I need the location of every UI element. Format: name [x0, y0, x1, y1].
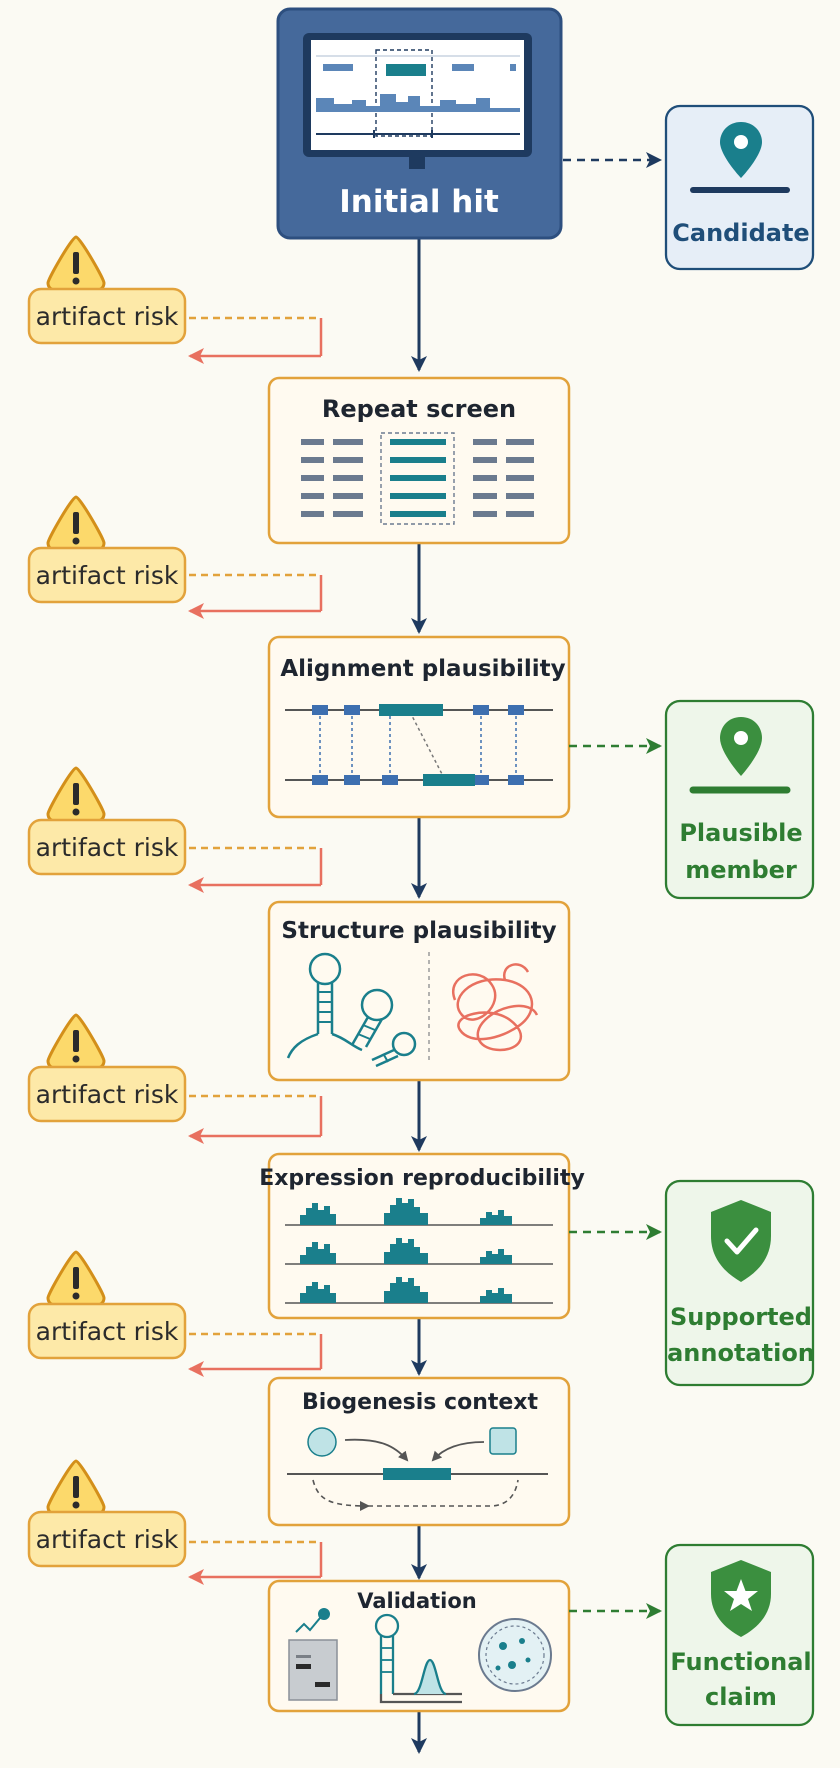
warning-icon [46, 1250, 106, 1307]
step-repeat-screen: Repeat screen [267, 376, 571, 545]
warning-icon [46, 1013, 106, 1070]
step-title-repeat-screen: Repeat screen [322, 395, 516, 423]
outcome-label-plausible-1: Plausible [679, 819, 802, 847]
outcome-plausible-member: Plausible member [664, 699, 815, 900]
step-title-validation: Validation [357, 1589, 477, 1613]
tangled-rna-icon [452, 963, 539, 1052]
biogenesis-icon [287, 1427, 548, 1511]
monitor-icon [303, 33, 532, 169]
outcome-connectors [563, 152, 662, 1619]
petri-dish-icon [478, 1618, 552, 1692]
step-alignment-plausibility: Alignment plausibility [267, 635, 571, 819]
artifact-risk-2: artifact risk [27, 495, 323, 619]
coverage-track-icon [285, 1198, 553, 1304]
artifact-risk-label-2: artifact risk [36, 561, 179, 590]
outcome-candidate: Candidate [664, 104, 815, 271]
shield-check-icon [711, 1200, 771, 1282]
warning-icon [46, 766, 106, 823]
initial-hit-title: Initial hit [339, 184, 499, 220]
step-expression-reproducibility: Expression reproducibility [259, 1152, 585, 1320]
step-validation: Validation [267, 1579, 571, 1713]
alignment-icon [285, 704, 553, 786]
rna-peak-icon [374, 1613, 462, 1704]
artifact-risk-label-4: artifact risk [36, 1080, 179, 1109]
outcome-label-candidate: Candidate [672, 219, 809, 247]
step-biogenesis-context: Biogenesis context [267, 1376, 571, 1527]
artifact-risk-5: artifact risk [27, 1250, 323, 1377]
warning-icon [46, 235, 106, 292]
step-title-structure: Structure plausibility [281, 918, 556, 944]
artifact-risk-label-5: artifact risk [36, 1317, 179, 1346]
rna-hairpin-icon [286, 952, 417, 1068]
map-pin-icon [690, 122, 790, 193]
artifact-risk-label-3: artifact risk [36, 833, 179, 862]
outcome-functional-claim: Functional claim [664, 1543, 815, 1727]
outcome-label-plausible-2: member [685, 856, 797, 884]
step-structure-plausibility: Structure plausibility [267, 900, 571, 1082]
artifact-risk-3: artifact risk [27, 766, 323, 893]
outcome-label-functional-1: Functional [670, 1648, 811, 1676]
outcome-label-functional-2: claim [705, 1683, 777, 1711]
shield-star-icon [711, 1560, 771, 1637]
artifact-risk-6: artifact risk [27, 1459, 323, 1585]
outcome-label-supported-2: annotation [667, 1339, 815, 1367]
artifact-risk-1: artifact risk [27, 235, 323, 364]
warning-icon [46, 1459, 106, 1516]
outcome-supported-annotation: Supported annotation [664, 1179, 815, 1387]
step-title-biogenesis: Biogenesis context [302, 1390, 539, 1415]
step-title-expression: Expression reproducibility [259, 1166, 585, 1191]
artifact-risk-label-1: artifact risk [36, 302, 179, 331]
gel-icon [288, 1639, 338, 1701]
probe-icon [295, 1608, 330, 1633]
artifact-risk-4: artifact risk [27, 1013, 323, 1144]
map-pin-icon [689, 717, 791, 794]
outcome-label-supported-1: Supported [670, 1303, 812, 1331]
warning-icon [46, 495, 106, 552]
step-title-alignment: Alignment plausibility [280, 656, 565, 682]
artifact-risk-label-6: artifact risk [36, 1525, 179, 1554]
repeat-lanes-icon [301, 432, 534, 525]
initial-hit-node: Initial hit [276, 7, 563, 240]
